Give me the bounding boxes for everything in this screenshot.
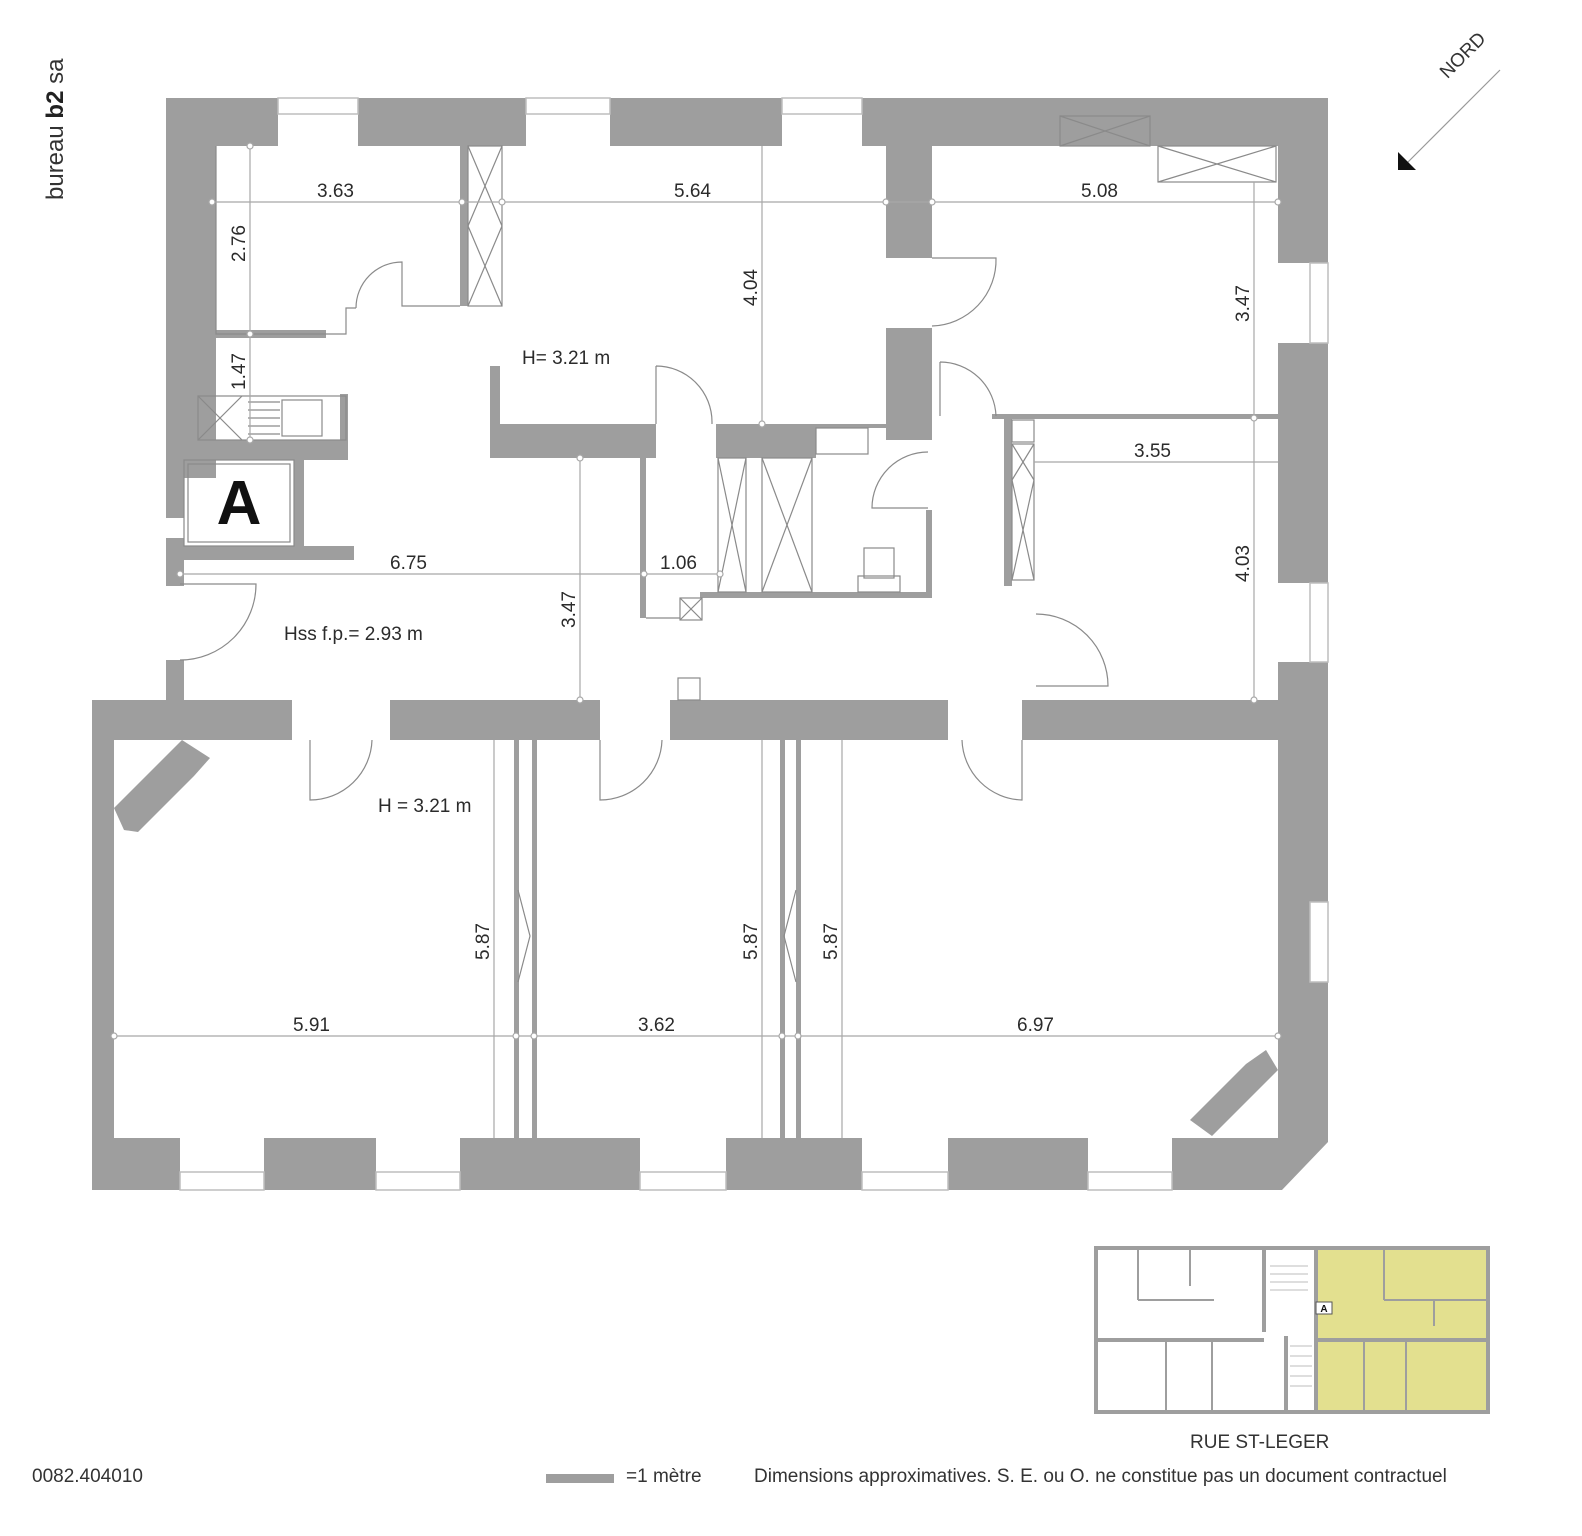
highlighted-unit (1316, 1248, 1488, 1412)
dim-top-middle-height: 4.04 (741, 269, 762, 306)
key-plan-marker: A (1320, 1304, 1327, 1315)
dimension-lines (110, 142, 1282, 1138)
walls (92, 98, 1328, 1190)
street-label: RUE ST-LEGER (1190, 1432, 1330, 1453)
dim-hall-depth: 3.47 (559, 591, 580, 628)
interior-lines (179, 115, 1277, 983)
dim-right-room-height: 4.03 (1233, 545, 1254, 582)
dim-top-right-width: 5.08 (1081, 181, 1118, 202)
scale-bar (546, 1474, 614, 1483)
reference-number: 0082.404010 (32, 1466, 143, 1487)
dim-bottom-left-height: 5.87 (473, 923, 494, 960)
windows (179, 97, 1329, 1191)
dim-top-left-height: 2.76 (229, 225, 250, 262)
dim-bottom-middle-width: 3.62 (638, 1015, 675, 1036)
key-plan: A (1094, 1246, 1490, 1414)
dim-bottom-right-height: 5.87 (821, 923, 842, 960)
ceiling-height-upper: H= 3.21 m (522, 348, 611, 369)
dim-top-middle-width: 5.64 (674, 181, 711, 202)
dim-bottom-left-width: 5.91 (293, 1015, 330, 1036)
north-arrow-icon (1398, 69, 1501, 170)
dim-right-room-width: 3.55 (1134, 441, 1171, 462)
dim-closet-width: 1.06 (660, 553, 697, 574)
dim-top-right-height: 3.47 (1233, 285, 1254, 322)
dim-stair-height: 1.47 (229, 353, 250, 390)
ceiling-height-lower: H = 3.21 m (378, 796, 472, 817)
dim-bottom-middle-height: 5.87 (741, 923, 762, 960)
dim-bottom-right-width: 6.97 (1017, 1015, 1054, 1036)
disclaimer: Dimensions approximatives. S. E. ou O. n… (754, 1466, 1447, 1487)
ceiling-height-hall: Hss f.p.= 2.93 m (284, 624, 423, 645)
dim-top-left-width: 3.63 (317, 181, 354, 202)
scale-label: =1 mètre (626, 1466, 702, 1487)
unit-marker: A (216, 468, 262, 538)
dim-hall-width: 6.75 (390, 553, 427, 574)
